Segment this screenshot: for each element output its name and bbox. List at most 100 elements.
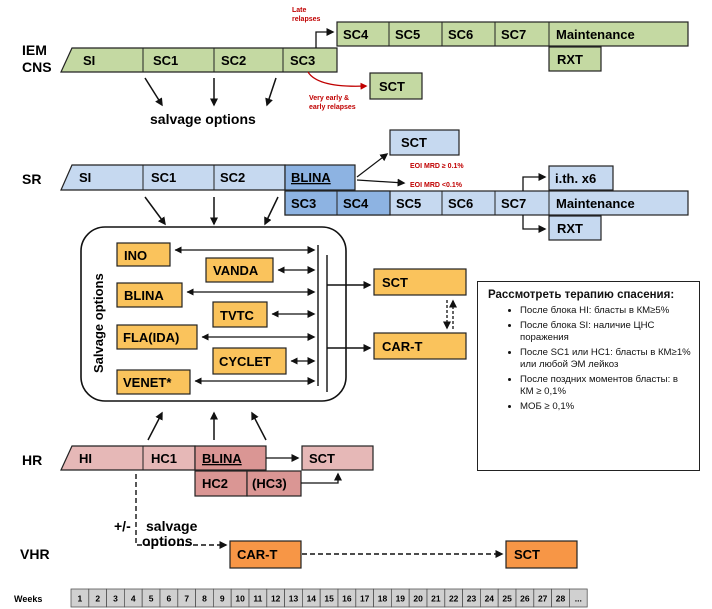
vhr-sct-block [505, 540, 578, 569]
salvage-ino [116, 242, 171, 267]
sr-blina-block [284, 164, 356, 191]
criteria-item: После блока HI: бласты в КМ≥5% [520, 305, 691, 317]
week-number: 21 [431, 594, 441, 604]
sr-sc6-text: SC6 [448, 196, 473, 211]
iem-sc4-text: SC4 [343, 27, 369, 42]
late-relapses-text-2: relapses [292, 16, 321, 23]
week-number: 2 [95, 594, 100, 604]
salvage-vanda-text: VANDA [213, 263, 259, 278]
week-number: 8 [202, 594, 207, 604]
iem-label: IEM [22, 42, 47, 58]
sr-row: SR SI SC1 SC2 BLINA SC3 SC4 SC5 SC6 SC7 … [22, 129, 689, 241]
salvage-blina-text: BLINA [124, 288, 164, 303]
week-number: 23 [467, 594, 477, 604]
week-number: 20 [413, 594, 423, 604]
vhr-dashed-arrow [135, 474, 228, 549]
sr-rxt-text: RXT [557, 221, 583, 236]
early-relapse-arrow [307, 71, 368, 90]
sr-ith-block [548, 165, 614, 191]
criteria-item: После поздних моментов бласты: в КМ ≥ 0,… [520, 374, 691, 398]
iem-sc6-text: SC6 [448, 27, 473, 42]
iem-sct-block [369, 72, 423, 100]
criteria-item: После SC1 или HC1: бласты в КМ≥1% или лю… [520, 347, 691, 371]
week-number: 18 [378, 594, 388, 604]
iem-sc7-text: SC7 [501, 27, 526, 42]
sr-sc1-text: SC1 [151, 170, 176, 185]
salvage-sct-text: SCT [382, 275, 408, 290]
iem-rxt-text: RXT [557, 52, 583, 67]
late-relapses-text-1: Late [292, 7, 307, 14]
salvage-options-box: Salvage options INO BLINA FLA(IDA) VENET… [80, 226, 372, 402]
vhr-plusminus-text: +/- [114, 518, 131, 534]
mrd-high-text: EOI MRD ≥ 0.1% [410, 163, 464, 170]
salvage-fla-ida [116, 324, 198, 350]
salvage-criteria-list: После блока HI: бласты в КМ≥5% После бло… [486, 305, 691, 413]
iem-salvage-options-text: salvage options [150, 111, 256, 127]
week-number: 28 [556, 594, 566, 604]
sr-sc2-text: SC2 [220, 170, 245, 185]
salvage-vanda [205, 257, 274, 283]
hr-hc1-text: HC1 [151, 451, 177, 466]
week-number: 9 [220, 594, 225, 604]
week-number: ... [575, 594, 582, 604]
sr-label: SR [22, 171, 41, 187]
iem-block-si [60, 47, 338, 73]
hr-hc3-block [246, 470, 302, 497]
iem-si-text: SI [83, 53, 95, 68]
hr-sct-block [301, 445, 374, 471]
salvage-cyclet [212, 347, 287, 375]
week-number: 14 [307, 594, 317, 604]
week-number: 24 [485, 594, 495, 604]
cns-label: CNS [22, 59, 52, 75]
salvage-sct-block [373, 268, 467, 296]
week-number: 3 [113, 594, 118, 604]
vhr-cart-text: CAR-T [237, 547, 277, 562]
salvage-tvtc-text: TVTC [220, 308, 255, 323]
week-number: 1 [78, 594, 83, 604]
iem-sc4-maintenance-bar [336, 21, 689, 47]
vhr-label: VHR [20, 546, 50, 562]
sr-sc4-text: SC4 [343, 196, 369, 211]
salvage-fla-ida-text: FLA(IDA) [123, 330, 179, 345]
week-number: 17 [360, 594, 370, 604]
week-number: 7 [184, 594, 189, 604]
iem-maintenance-text: Maintenance [556, 27, 635, 42]
criteria-item: После блока SI: наличие ЦНС поражения [520, 320, 691, 344]
sr-maintenance-text: Maintenance [556, 196, 635, 211]
vhr-salvage-text-1: salvage [146, 518, 198, 534]
week-number: 10 [235, 594, 245, 604]
hr-blina-text: BLINA [202, 451, 242, 466]
hr-label: HR [22, 452, 42, 468]
week-number: 5 [149, 594, 154, 604]
hr-sct-text: SCT [309, 451, 335, 466]
salvage-criteria-title: Рассмотреть терапию спасения: [488, 289, 675, 301]
iem-sc2-text: SC2 [221, 53, 246, 68]
sr-sct-block [389, 129, 460, 156]
week-number: 15 [324, 594, 334, 604]
vhr-cart-block [229, 540, 302, 569]
iem-sc3-text: SC3 [290, 53, 315, 68]
mrd-low-text: EOI MRD <0.1% [410, 182, 463, 189]
vhr-sct-text: SCT [514, 547, 540, 562]
week-number: 27 [538, 594, 548, 604]
weeks-label: Weeks [14, 594, 42, 604]
sr-blina-text: BLINA [291, 170, 331, 185]
week-number: 19 [396, 594, 406, 604]
iem-sc5-text: SC5 [395, 27, 420, 42]
vhr-salvage-text-2: options [142, 533, 193, 549]
criteria-item: МОБ ≥ 0,1% [520, 401, 691, 413]
hr-hi-text: HI [79, 451, 92, 466]
salvage-tvtc [212, 301, 268, 328]
week-number: 16 [342, 594, 352, 604]
iem-sc1-text: SC1 [153, 53, 178, 68]
week-number: 11 [253, 594, 262, 604]
vhr-row: VHR +/- salvage options CAR-T SCT [20, 474, 578, 569]
salvage-venet [116, 369, 191, 395]
iem-sct-text: SCT [379, 79, 405, 94]
sr-sct-text: SCT [401, 135, 427, 150]
early-relapses-text-2: early relapses [309, 104, 356, 111]
week-number: 4 [131, 594, 136, 604]
salvage-cart-text: CAR-T [382, 339, 422, 354]
